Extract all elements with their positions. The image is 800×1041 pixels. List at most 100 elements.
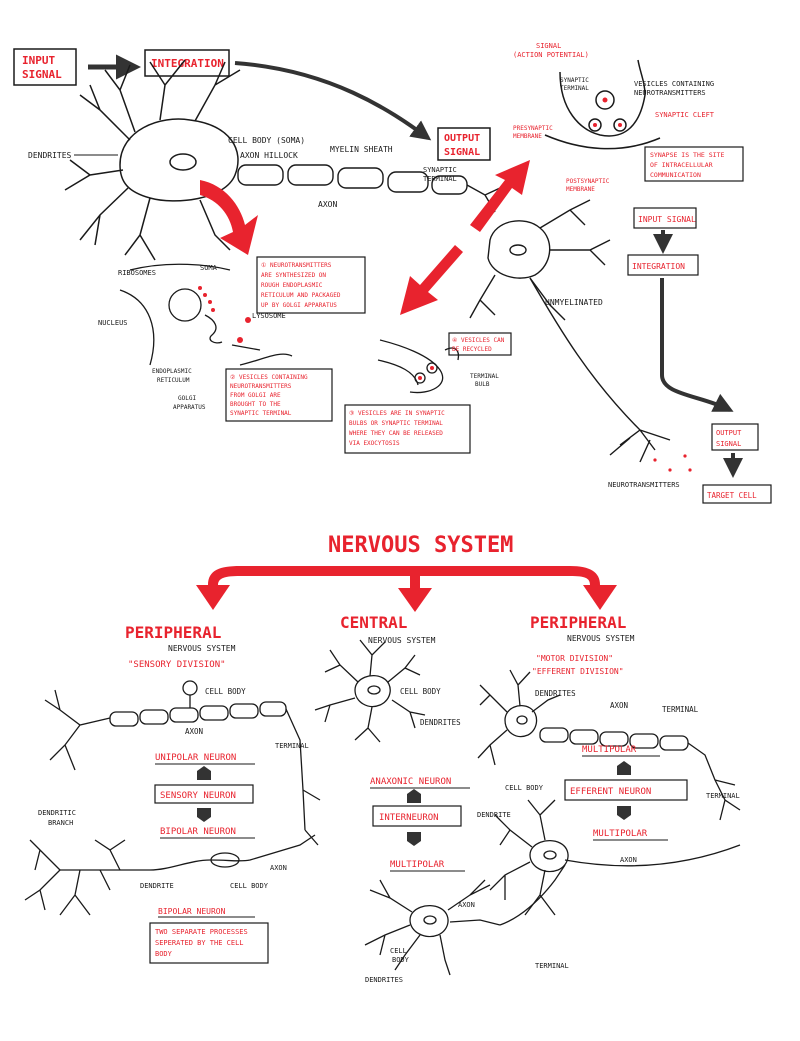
anaxonic-up-arrow — [407, 789, 421, 803]
note-1: ① NEUROTRANSMITTERS ARE SYNTHESIZED ON R… — [256, 256, 366, 314]
note-3: ③ VESICLES ARE IN SYNAPTIC BULBS OR SYNA… — [344, 404, 471, 454]
central-heading: CENTRAL — [340, 613, 407, 632]
ribosomes-label: RIBOSOMES — [118, 269, 156, 277]
terminal-bulb-detail — [377, 339, 460, 394]
synapse-detail — [544, 59, 661, 150]
er-label-2: RETICULUM — [157, 377, 190, 384]
myelin-sheath-label: MYELIN SHEATH — [330, 145, 393, 154]
unipolar-neuron-label: UNIPOLAR NEURON — [155, 753, 236, 763]
anaxonic-neuron-label: ANAXONIC NEURON — [370, 777, 451, 787]
sensory-neuron-label: SENSORY NEURON — [160, 791, 236, 801]
synapse-site-note: SYNAPSE IS THE SITE OF INTRACELLULAR COM… — [644, 146, 744, 182]
signal-label-2: (ACTION POTENTIAL) — [513, 51, 589, 59]
efferent-neuron-box: EFFERENT NEURON — [564, 779, 688, 801]
dendritic-branch-label-1: DENDRITIC — [38, 809, 76, 817]
center-dendrites-label: DENDRITES — [420, 718, 461, 727]
synapse-terminal-label-2: TERMINAL — [560, 85, 589, 92]
motor-division-label: "MOTOR DIVISION" — [536, 654, 613, 663]
bipolar-note-line-1: TWO SEPARATE PROCESSES — [155, 928, 248, 936]
flow2-target-box: TARGET CELL — [702, 484, 772, 504]
sensory-neuron-box: SENSORY NEURON — [154, 784, 254, 804]
center-cell-label-2: BODY — [392, 956, 410, 964]
presynaptic-label-2: MEMBRANE — [513, 133, 542, 140]
synaptic-terminal-label-2: TERMINAL — [423, 175, 457, 183]
bipolar-down-arrow — [197, 808, 211, 822]
red-arrow-to-soma-detail — [200, 180, 258, 255]
center-axon-label: AXON — [458, 901, 475, 909]
central-sub: NERVOUS SYSTEM — [368, 636, 436, 645]
site-note-line-3: COMMUNICATION — [650, 171, 701, 179]
note-3-line-1: ③ VESICLES ARE IN SYNAPTIC — [349, 410, 445, 417]
input-signal-box: INPUT SIGNAL — [13, 48, 77, 86]
flow2-integration-box: INTEGRATION — [627, 254, 699, 276]
right-terminal2-label: TERMINAL — [706, 792, 740, 800]
left-axon-bottom-label: AXON — [270, 864, 287, 872]
flow2-output-box: OUTPUT SIGNAL — [711, 423, 759, 451]
right-multipolar-top-label: MULTIPOLAR — [582, 745, 637, 755]
flow2-integration-label: INTEGRATION — [632, 262, 685, 271]
integration-to-output-arrow — [234, 61, 432, 141]
nervous-system-title: NERVOUS SYSTEM — [328, 533, 513, 558]
input-signal-label-2: SIGNAL — [22, 68, 62, 81]
note-4: ④ VESICLES CAN BE RECYCLED — [448, 332, 512, 356]
nervous-system-branch-arrows — [196, 566, 617, 612]
interneuron-box: INTERNEURON — [372, 805, 462, 827]
right-cell-body-label: CELL BODY — [505, 784, 544, 792]
right-dendrites-label: DENDRITES — [535, 689, 576, 698]
flow2-output-label-2: SIGNAL — [716, 440, 741, 448]
right-terminal-label: TERMINAL — [662, 705, 699, 714]
second-neuron — [469, 199, 671, 463]
flow2-arrow-2 — [660, 278, 734, 412]
red-arrow-to-synapse — [470, 160, 530, 232]
soma-detail-red-marks — [198, 286, 251, 343]
note-3-line-2: BULBS OR SYNAPTIC TERMINAL — [349, 420, 443, 427]
input-signal-label-1: INPUT — [22, 54, 55, 67]
center-cell-label-1: CELL — [390, 947, 407, 955]
golgi-label-1: GOLGI — [178, 395, 196, 402]
center-terminal-label: TERMINAL — [535, 962, 569, 970]
flow2-output-label-1: OUTPUT — [716, 429, 742, 437]
note-2-line-1: ② VESICLES CONTAINING — [230, 374, 308, 381]
synapse-vesicle-dots — [593, 97, 622, 127]
center-multipolar-label: MULTIPOLAR — [390, 860, 445, 870]
main-neuron-nucleus — [169, 153, 197, 171]
note-1-line-5: UP BY GOLGI APPARATUS — [261, 302, 337, 309]
note-2: ② VESICLES CONTAINING NEUROTRANSMITTERS … — [225, 368, 333, 422]
bipolar-note-line-3: BODY — [155, 950, 173, 958]
right-axon-label: AXON — [610, 701, 628, 710]
nucleus-label: NUCLEUS — [98, 319, 128, 327]
note-2-line-4: BROUGHT TO THE — [230, 401, 281, 408]
red-arrow-to-bulb-detail — [400, 245, 463, 315]
note-4-line-2: BE RECYCLED — [452, 346, 492, 353]
unipolar-neuron — [44, 680, 321, 846]
flow2-target-label: TARGET CELL — [707, 491, 757, 500]
integration-label: INTEGRATION — [151, 57, 224, 70]
bipolar-note-box: TWO SEPARATE PROCESSES SEPERATED BY THE … — [149, 922, 269, 964]
note-1-line-2: ARE SYNTHESIZED ON — [261, 272, 326, 279]
main-neuron — [64, 59, 241, 261]
bulb-vesicle-dots — [418, 366, 434, 380]
left-terminal-label: TERMINAL — [275, 742, 309, 750]
vesicles-label-1: VESICLES CONTAINING — [634, 80, 714, 88]
note-4-line-1: ④ VESICLES CAN — [452, 337, 505, 344]
postsynaptic-label-1: POSTSYNAPTIC — [566, 178, 610, 185]
bipolar-note-title: BIPOLAR NEURON — [158, 907, 226, 916]
sensory-division-label: "SENSORY DIVISION" — [128, 660, 226, 670]
synaptic-cleft-label: SYNAPTIC CLEFT — [655, 111, 715, 119]
note-2-line-5: SYNAPTIC TERMINAL — [230, 410, 292, 417]
peripheral-right-heading: PERIPHERAL — [530, 613, 626, 632]
unmyelinated-label: UNMYELINATED — [545, 298, 603, 307]
vesicles-label-2: NEUROTRANSMITTERS — [634, 89, 706, 97]
dendrites-label: DENDRITES — [28, 151, 72, 160]
soma-detail — [119, 263, 293, 366]
flow2-input-label: INPUT SIGNAL — [638, 215, 696, 224]
integration-box: INTEGRATION — [144, 49, 230, 77]
soma-label: SOMA — [200, 264, 218, 272]
arrow-to-central — [398, 588, 432, 612]
postsynaptic-label-2: MEMBRANE — [566, 186, 595, 193]
interneuron-label: INTERNEURON — [379, 813, 439, 823]
note-2-line-2: NEUROTRANSMITTERS — [230, 383, 292, 390]
synapse-terminal-label-1: SYNAPTIC — [560, 77, 589, 84]
presynaptic-label-1: PRESYNAPTIC — [513, 125, 553, 132]
er-label-1: ENDOPLASMIC — [152, 368, 192, 375]
